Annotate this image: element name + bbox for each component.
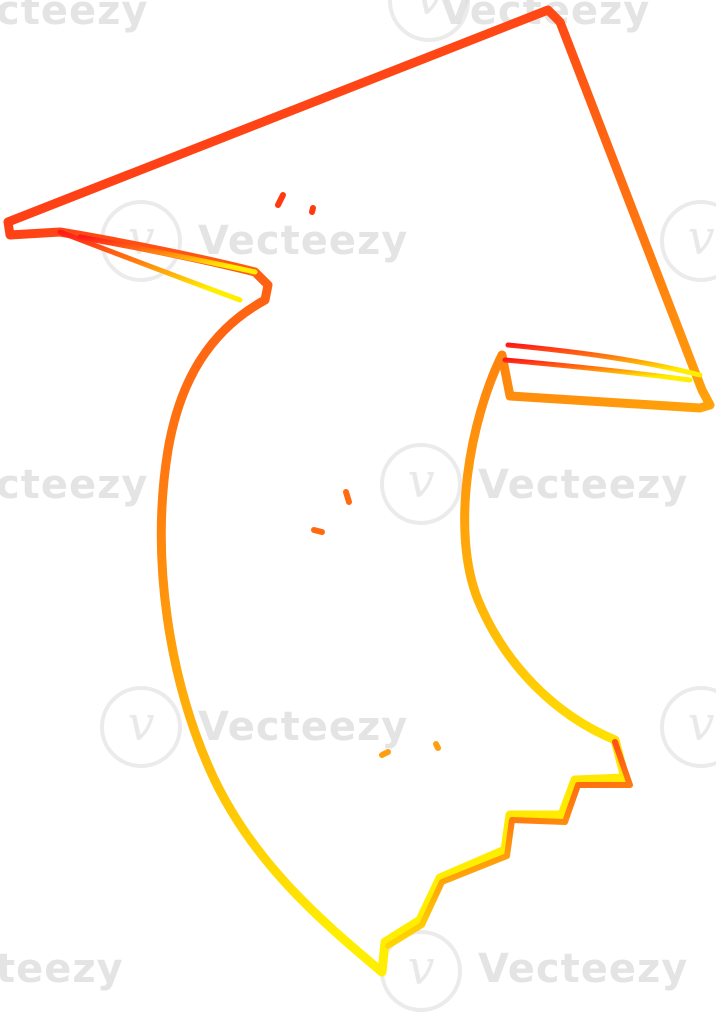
highlight-marks: [275, 192, 441, 758]
cartoon-arrow-illustration: [3, 5, 715, 977]
watermark-text: Vecteezy: [198, 218, 409, 264]
watermark-text: cteezy: [0, 462, 149, 508]
highlight-dash: [343, 489, 352, 505]
highlight-dash: [379, 749, 391, 758]
left-fold-inner-line: [77, 234, 258, 275]
arrow-outline: [3, 5, 715, 977]
highlight-dash: [433, 741, 441, 751]
illustration-canvas: cteezy Vecteezy Vecteezy cteezy Vecteezy…: [0, 0, 716, 980]
highlight-dash: [309, 205, 316, 215]
torn-tail-zigzag: [385, 739, 633, 949]
watermark-text: cteezy: [0, 0, 149, 34]
watermark-text: Vecteezy: [478, 462, 689, 508]
watermark-logo-icon: [660, 200, 716, 282]
highlight-dash: [311, 527, 325, 535]
watermark-logo-icon: [380, 443, 462, 525]
highlight-dash: [275, 192, 286, 208]
watermark-logo-icon: [100, 686, 182, 768]
left-fold-line: [57, 229, 243, 303]
watermark-text: Vecteezy: [440, 0, 651, 34]
right-fold-inner-line: [505, 342, 703, 378]
watermark-logo-icon: [660, 686, 716, 768]
watermark-text: Vecteezy: [198, 704, 409, 750]
right-fold-line: [502, 357, 693, 383]
